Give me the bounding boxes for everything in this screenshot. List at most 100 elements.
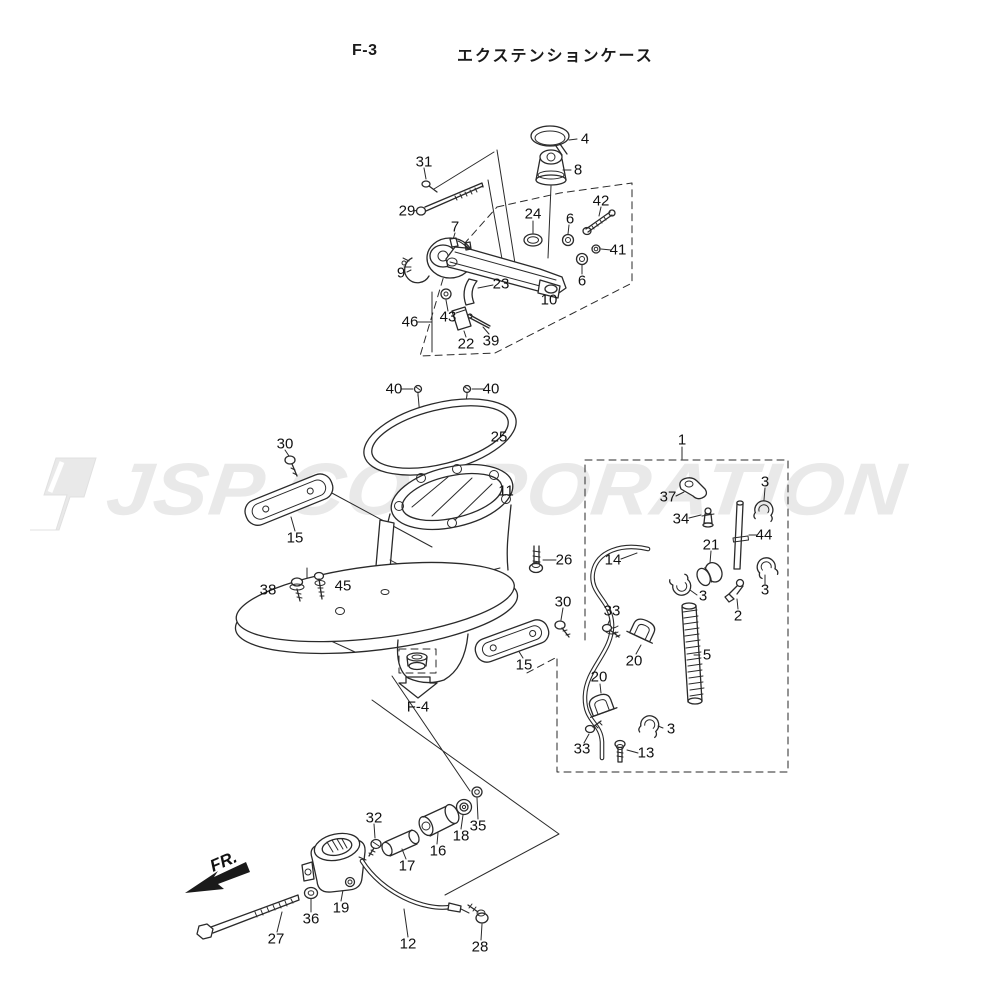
side-cover-15-left — [244, 473, 334, 526]
part-callout-16: 16 — [429, 842, 447, 860]
bolt-29 — [415, 182, 484, 216]
bolt-26 — [528, 545, 544, 574]
part-callout-27: 27 — [267, 930, 285, 948]
gasket-25 — [363, 398, 517, 476]
part-callout-11: 11 — [498, 482, 514, 500]
part-callout-3: 3 — [698, 587, 708, 605]
part-callout-20: 20 — [625, 652, 643, 670]
part-callout-43: 43 — [439, 308, 457, 326]
valve-34 — [701, 507, 715, 528]
mount-cap-8 — [535, 149, 567, 186]
part-callout-33: 33 — [603, 602, 621, 620]
corrugated-tube-5 — [681, 602, 705, 705]
part-callout-6: 6 — [577, 272, 587, 290]
part-callout-25: 25 — [490, 428, 508, 446]
part-callout-12: 12 — [399, 935, 417, 953]
pin-39 — [467, 313, 491, 329]
part-callout-29: 29 — [398, 202, 416, 220]
part-callout-41: 41 — [609, 241, 627, 259]
part-callout-22: 22 — [457, 335, 475, 353]
part-callout-37: 37 — [659, 488, 677, 506]
screw-33-lower — [584, 720, 603, 734]
part-callout-14: 14 — [604, 551, 622, 569]
part-callout-3: 3 — [760, 581, 770, 599]
grommet-f4 — [406, 652, 428, 671]
nut-6-lower — [575, 252, 589, 266]
screw-33-upper — [601, 623, 621, 638]
part-callout-24: 24 — [524, 205, 542, 223]
joint-21 — [696, 561, 723, 587]
bolt-27 — [196, 894, 300, 940]
side-cover-15-right — [474, 619, 550, 663]
f4-grommet-box — [398, 648, 437, 674]
part-callout-3: 3 — [760, 473, 770, 491]
tube-bracket-20-upper — [626, 618, 656, 644]
plate-22 — [451, 306, 472, 331]
part-callout-1: 1 — [677, 431, 687, 449]
bolt-28 — [467, 903, 489, 924]
part-callout-15: 15 — [515, 656, 533, 674]
part-callout-44: 44 — [755, 526, 773, 544]
part-callout-3: 3 — [666, 720, 676, 738]
washer-24 — [523, 233, 543, 247]
screw-30-left — [284, 455, 298, 477]
part-callout-46: 46 — [401, 313, 419, 331]
rubber-bushing-16 — [418, 803, 460, 837]
washer-18 — [455, 798, 473, 816]
screw-31 — [421, 180, 438, 193]
part-callout-45: 45 — [334, 577, 352, 595]
part-callout-19: 19 — [332, 899, 350, 917]
part-callout-15: 15 — [286, 529, 304, 547]
washer-36 — [303, 886, 319, 900]
part-callout-21: 21 — [702, 536, 720, 554]
part-callout-7: 7 — [450, 218, 460, 236]
part-callout-5: 5 — [702, 646, 712, 664]
part-callout-40: 40 — [482, 380, 500, 398]
page-title: エクステンションケース — [457, 48, 654, 65]
part-callout-8: 8 — [573, 161, 583, 179]
cable-12 — [358, 856, 470, 914]
fr-direction-arrow — [185, 862, 250, 893]
screw-30-right — [554, 620, 571, 638]
hose-clamp-4 — [530, 125, 570, 156]
part-callout-4: 4 — [580, 130, 590, 148]
part-callout-13: 13 — [637, 744, 655, 762]
tube-bracket-20-lower — [588, 693, 618, 718]
mount-bracket-10 — [445, 237, 567, 299]
part-callout-30: 30 — [276, 435, 294, 453]
collar-17 — [381, 829, 420, 857]
page-code: F-3 — [352, 42, 378, 59]
tube-clip-3-c — [668, 573, 692, 596]
tube-clip-3-d — [638, 715, 660, 739]
part-callout-33: 33 — [573, 740, 591, 758]
part-callout-26: 26 — [555, 551, 573, 569]
bolt-40-right — [462, 384, 472, 397]
screw-13 — [614, 739, 626, 763]
tube-clip-3-b — [756, 557, 779, 580]
nut-41 — [591, 244, 601, 254]
part-callout-F-4: F-4 — [406, 698, 430, 716]
bolt-40-left — [413, 384, 423, 397]
part-callout-35: 35 — [469, 817, 487, 835]
part-callout-20: 20 — [590, 668, 608, 686]
nut-6-upper — [561, 233, 575, 247]
part-callout-36: 36 — [302, 910, 320, 928]
swivel-bracket-19 — [301, 832, 366, 893]
e-ring-43 — [440, 288, 452, 300]
nut-35 — [471, 786, 483, 798]
part-callout-34: 34 — [672, 510, 690, 528]
tube-clamp-37 — [679, 477, 708, 500]
part-callout-18: 18 — [452, 827, 470, 845]
f4-arrow-icon — [398, 676, 438, 699]
elbow-joint-2 — [724, 578, 745, 603]
part-callout-40: 40 — [385, 380, 403, 398]
part-callout-38: 38 — [259, 581, 277, 599]
part-callout-2: 2 — [733, 607, 743, 625]
extension-case-11 — [234, 463, 519, 684]
tube-clip-3-a — [753, 500, 774, 523]
screw-45 — [313, 571, 326, 600]
